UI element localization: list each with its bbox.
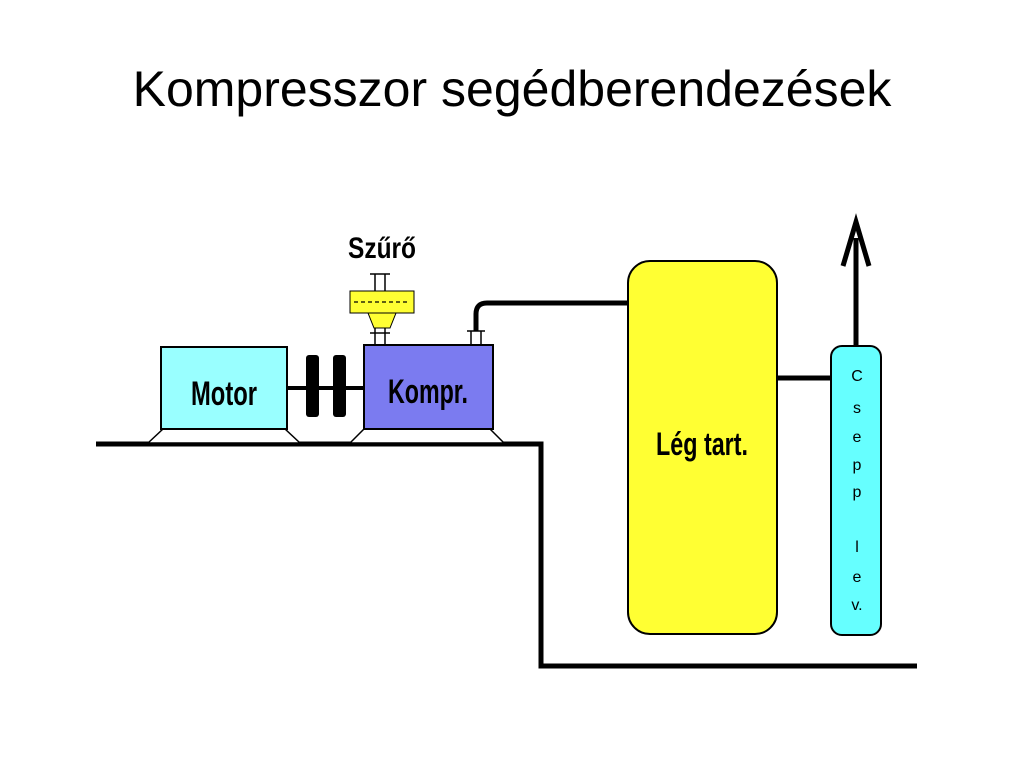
coupling-icon xyxy=(306,355,346,417)
slide-title: Kompresszor segédberendezések xyxy=(132,61,892,117)
separator-letter: e xyxy=(853,569,862,586)
separator-letter: v. xyxy=(851,597,862,614)
compressor-base xyxy=(348,428,506,444)
up-arrow-icon xyxy=(840,213,872,267)
separator-letter: p xyxy=(853,457,862,474)
separator-letter: p xyxy=(853,484,862,501)
motor-label: Motor xyxy=(191,375,257,413)
water-separator xyxy=(830,345,882,636)
motor-box xyxy=(160,346,288,430)
separator-letter: C xyxy=(851,368,863,385)
separator-label: C s e p p l e v. xyxy=(851,368,863,614)
compressor-box xyxy=(363,344,494,430)
compressor-label: Kompr. xyxy=(388,373,468,411)
separator-letter: s xyxy=(853,400,861,417)
motor-base xyxy=(146,428,302,444)
air-tank-label: Lég tart. xyxy=(656,426,748,462)
separator-letter: l xyxy=(855,539,859,556)
filter-label: Szűrő xyxy=(348,232,416,265)
discharge-pipe xyxy=(473,300,628,331)
air-tank xyxy=(627,260,778,635)
filter-icon xyxy=(349,290,415,329)
outlet-fitting xyxy=(467,330,485,345)
separator-letter: e xyxy=(853,429,862,446)
ground-line xyxy=(96,441,917,669)
